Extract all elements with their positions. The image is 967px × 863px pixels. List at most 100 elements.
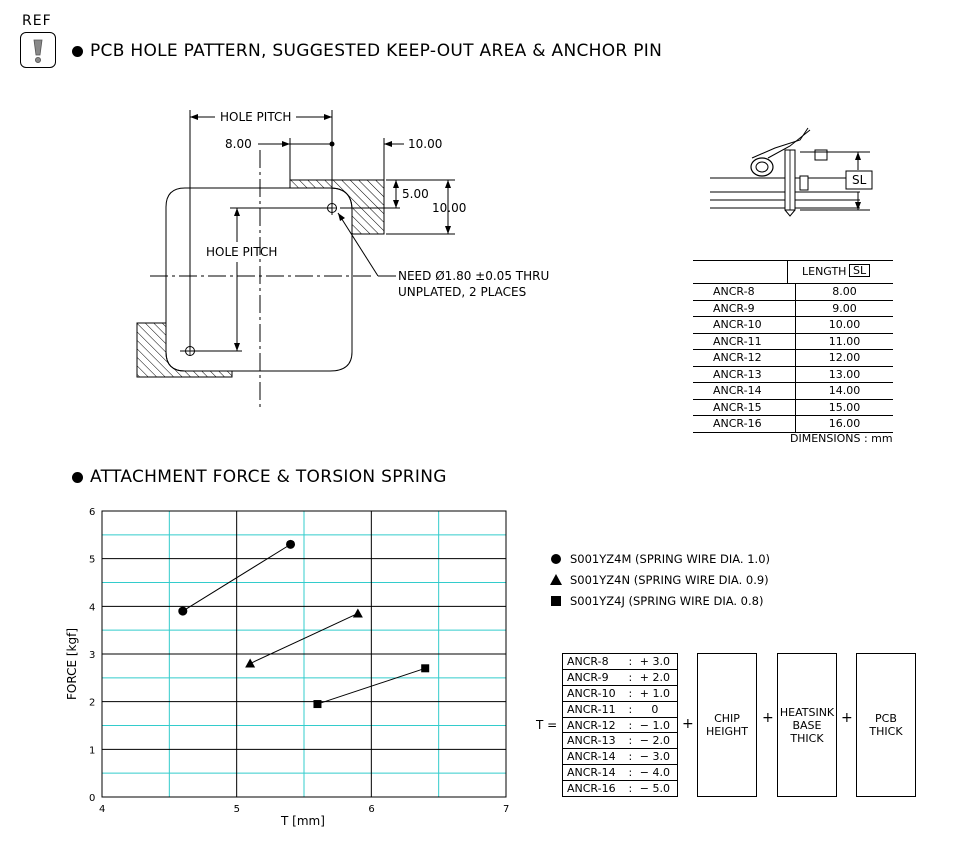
dim-8: 8.00 — [225, 137, 252, 151]
ref-label: REF — [22, 13, 52, 29]
plus-sign-2: + — [762, 710, 774, 726]
offset-value: 0 — [632, 701, 678, 718]
offset-row: ANCR-10:+ 1.0 — [562, 685, 678, 702]
y-tick-label: 6 — [89, 507, 95, 518]
y-tick-label: 5 — [89, 555, 95, 566]
chip-height-box: CHIP HEIGHT — [697, 653, 757, 797]
heatsink-box: HEATSINK BASE THICK — [777, 653, 837, 797]
offset-value: + 2.0 — [632, 669, 678, 686]
hole-note-line2: UNPLATED, 2 PLACES — [398, 285, 527, 299]
heatsink-label: HEATSINK BASE THICK — [779, 705, 835, 745]
y-tick-label: 4 — [89, 602, 95, 613]
offset-colon: : — [628, 764, 633, 782]
anchor-table-header-length: LENGTH — [802, 265, 847, 278]
anchor-name: ANCR-13 — [693, 366, 796, 383]
offset-name: ANCR-9 — [562, 669, 629, 686]
offset-row: ANCR-13:− 2.0 — [562, 732, 678, 750]
anchor-table-top-rule — [693, 260, 893, 261]
offset-value: + 3.0 — [632, 653, 678, 670]
legend-item: S001YZ4J (SPRING WIRE DIA. 0.8) — [550, 594, 763, 608]
anchor-table-header-divider — [787, 260, 788, 284]
offset-name: ANCR-14 — [562, 764, 629, 782]
data-point-square — [421, 664, 430, 673]
offset-row: ANCR-8:+ 3.0 — [562, 653, 678, 670]
anchor-name: ANCR-16 — [693, 415, 796, 433]
pcb-thick-label: PCB THICK — [869, 712, 903, 738]
offset-value: − 5.0 — [632, 780, 678, 798]
legend-item: S001YZ4M (SPRING WIRE DIA. 1.0) — [550, 552, 770, 566]
hole-note-line1: NEED Ø1.80 ±0.05 THRU — [398, 269, 550, 283]
bullet-icon — [72, 46, 83, 57]
anchor-length: 13.00 — [795, 366, 893, 383]
x-tick-label: 4 — [99, 804, 105, 815]
section1-title: PCB HOLE PATTERN, SUGGESTED KEEP-OUT ARE… — [90, 41, 663, 61]
offset-value: − 4.0 — [632, 764, 678, 782]
legend-triangle-icon — [550, 574, 562, 585]
offset-colon: : — [628, 748, 633, 766]
plus-sign-1: + — [682, 716, 694, 732]
offset-name: ANCR-13 — [562, 732, 629, 750]
x-tick-label: 7 — [503, 804, 509, 815]
sl-sketch-label: SL — [852, 173, 867, 187]
chip-height-label: CHIP HEIGHT — [706, 712, 748, 738]
y-tick-label: 1 — [89, 745, 95, 756]
legend-label: S001YZ4M (SPRING WIRE DIA. 1.0) — [570, 552, 770, 566]
offset-colon: : — [628, 780, 633, 798]
dim-10-top: 10.00 — [408, 137, 443, 151]
hole-pitch-side-label: HOLE PITCH — [206, 245, 278, 259]
series-line — [249, 613, 359, 664]
offset-row: ANCR-16:− 5.0 — [562, 780, 678, 798]
anchor-length: 8.00 — [795, 283, 893, 301]
offset-row: ANCR-14:− 3.0 — [562, 748, 678, 766]
legend-circle-icon — [551, 554, 561, 564]
x-tick-label: 6 — [368, 804, 374, 815]
anchor-length: 16.00 — [795, 415, 893, 433]
exclamation-icon — [20, 32, 56, 68]
dim-5: 5.00 — [402, 187, 429, 201]
series-line — [182, 543, 291, 612]
series-line — [317, 667, 426, 705]
legend-label: S001YZ4J (SPRING WIRE DIA. 0.8) — [570, 594, 764, 608]
anchor-name: ANCR-12 — [693, 349, 796, 367]
offset-colon: : — [628, 685, 633, 702]
data-point-triangle — [352, 608, 363, 618]
anchor-name: ANCR-15 — [693, 399, 796, 416]
offset-name: ANCR-8 — [562, 653, 629, 670]
dim-10-side: 10.00 — [432, 201, 467, 215]
y-tick-label: 2 — [89, 698, 95, 709]
offset-colon: : — [628, 717, 633, 734]
formula-t-label: T = — [536, 718, 558, 732]
anchor-table-header-sl: SL — [849, 264, 871, 277]
anchor-length: 10.00 — [795, 316, 893, 334]
pcb-thick-box: PCB THICK — [856, 653, 916, 797]
bullet-icon — [72, 472, 83, 483]
offset-value: − 2.0 — [632, 732, 678, 750]
offset-name: ANCR-14 — [562, 748, 629, 766]
anchor-length: 15.00 — [795, 399, 893, 416]
offset-colon: : — [628, 732, 633, 750]
offset-colon: : — [628, 701, 633, 718]
anchor-name: ANCR-11 — [693, 333, 796, 350]
offset-name: ANCR-10 — [562, 685, 629, 702]
offset-colon: : — [628, 669, 633, 686]
anchor-name: ANCR-8 — [693, 283, 796, 301]
x-tick-label: 5 — [234, 804, 240, 815]
offset-name: ANCR-12 — [562, 717, 629, 734]
plot-frame — [101, 510, 507, 798]
offset-value: + 1.0 — [632, 685, 678, 702]
anchor-length: 11.00 — [795, 333, 893, 350]
anchor-name: ANCR-9 — [693, 300, 796, 317]
plus-sign-3: + — [841, 710, 853, 726]
data-point-circle — [178, 606, 188, 616]
